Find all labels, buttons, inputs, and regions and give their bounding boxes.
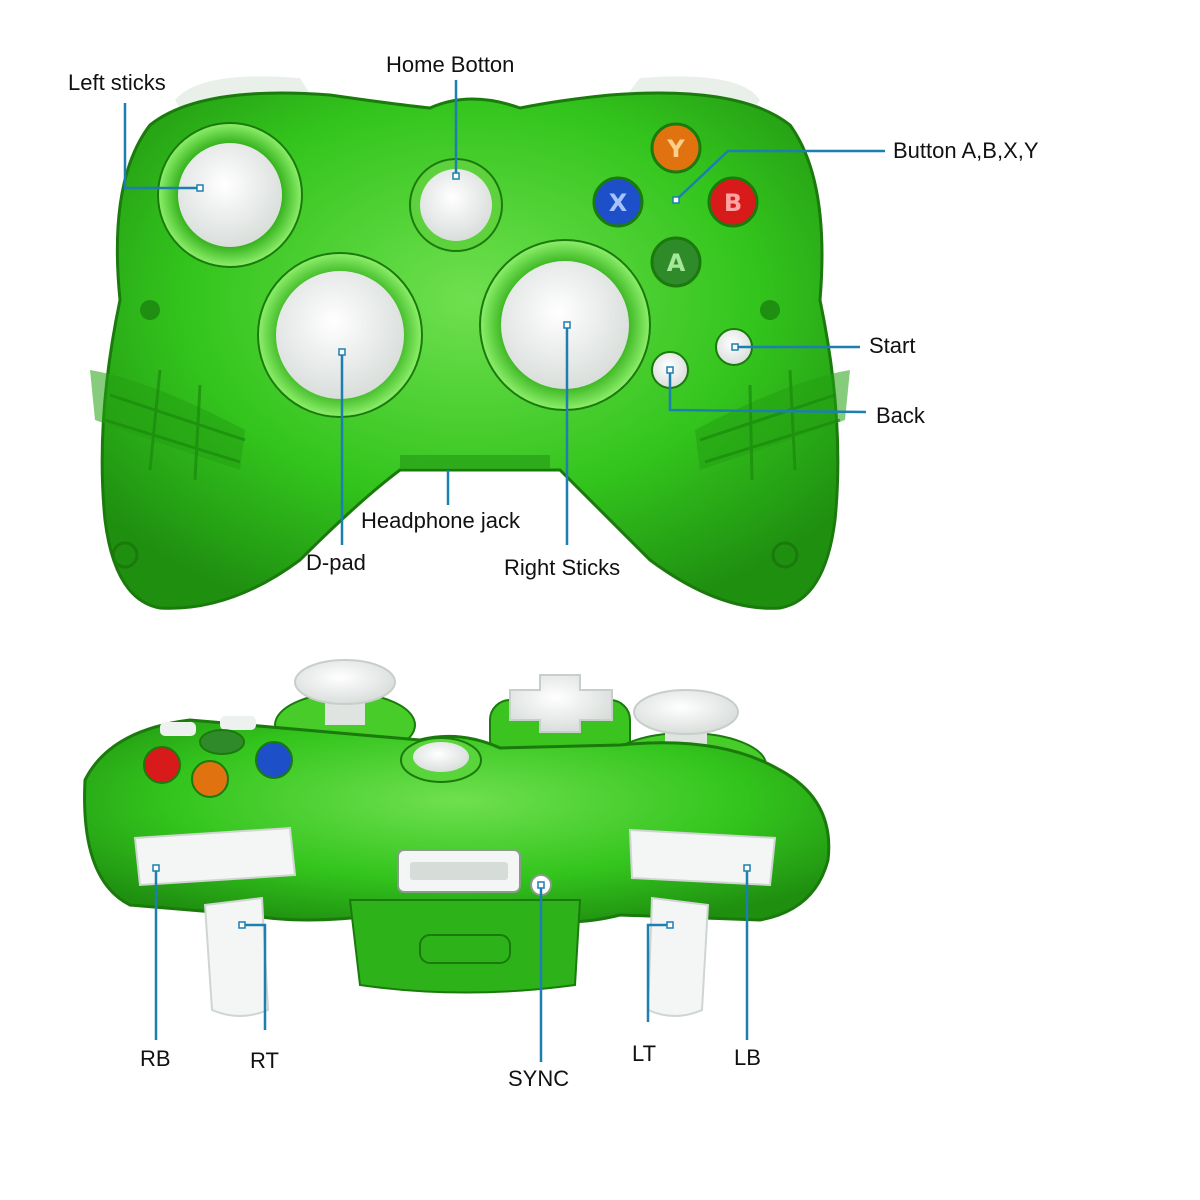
front-left-stick <box>294 659 396 705</box>
button-b-letter: B <box>724 189 742 217</box>
front-right-stick <box>633 689 739 735</box>
leader-rt <box>242 923 267 1030</box>
grip-detail-left <box>90 370 245 470</box>
front-dpad <box>509 674 613 733</box>
headphone-jack-port <box>400 455 550 469</box>
label-headphone-jack: Headphone jack <box>361 508 521 533</box>
label-rt: RT <box>250 1048 279 1073</box>
bumper-lb <box>628 828 777 887</box>
label-lb: LB <box>734 1045 761 1070</box>
button-b <box>707 176 759 228</box>
label-sync: SYNC <box>508 1066 570 1091</box>
label-rb: RB <box>140 1046 171 1071</box>
label-dpad: D-pad <box>306 550 366 575</box>
label-left-sticks: Left sticks <box>68 70 166 95</box>
label-lt: LT <box>632 1041 657 1066</box>
trigger-rt <box>203 896 270 1017</box>
label-button-abxy: Button A,B,X,Y <box>893 138 1039 163</box>
leader-abxy <box>675 149 885 201</box>
leader-left-sticks <box>123 103 200 190</box>
battery-pack <box>348 899 582 994</box>
label-right-sticks: Right Sticks <box>504 555 621 580</box>
leader-lt <box>646 923 670 1022</box>
label-start: Start <box>869 333 916 358</box>
dpad <box>276 271 404 399</box>
leader-back <box>668 370 867 414</box>
face-buttons: Y X B A <box>592 122 759 288</box>
button-y-letter: Y <box>666 135 685 163</box>
front-button-x <box>255 741 293 779</box>
front-home-button <box>413 742 469 772</box>
trigger-lt <box>646 896 710 1017</box>
button-a-letter: A <box>667 249 686 277</box>
button-x <box>592 176 644 228</box>
label-back: Back <box>876 403 925 428</box>
bottom-leader-lines <box>154 868 749 1062</box>
label-home-button: Home Botton <box>386 52 515 77</box>
front-view-controller <box>83 659 831 1017</box>
button-x-letter: X <box>609 189 628 217</box>
top-leader-lines <box>123 80 885 545</box>
grip-detail-right <box>695 370 850 470</box>
button-a <box>650 236 702 288</box>
home-button <box>420 169 492 241</box>
front-button-y <box>191 760 229 798</box>
bumper-rb <box>133 826 297 887</box>
button-y <box>650 122 702 174</box>
left-stick <box>178 143 282 247</box>
front-button-b <box>143 746 181 784</box>
